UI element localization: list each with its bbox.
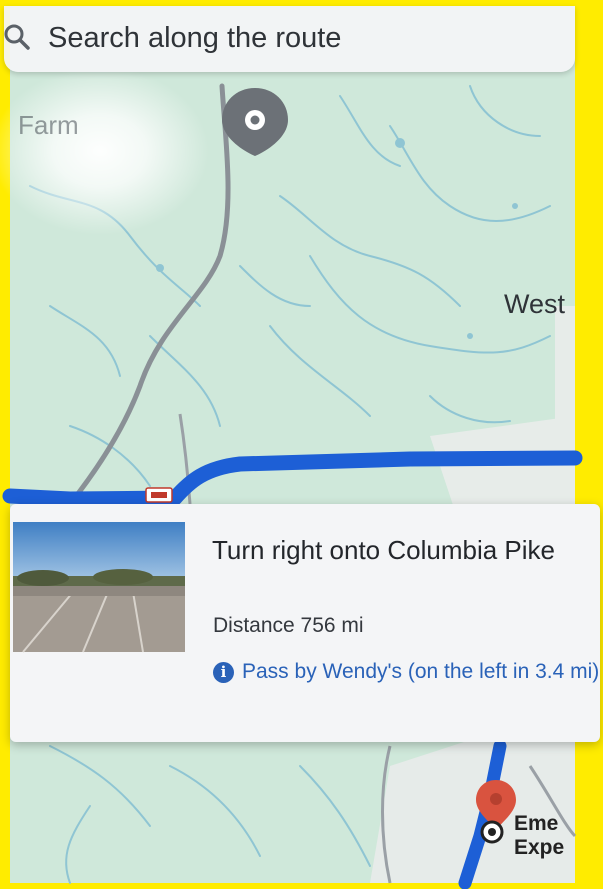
distance-row: Distance 756 mi bbox=[213, 614, 364, 638]
app-screen: Farm West Eme Expe bbox=[0, 6, 600, 889]
destination-label-line1: Eme bbox=[514, 812, 559, 835]
search-icon[interactable] bbox=[4, 22, 34, 52]
place-marker-icon bbox=[222, 88, 288, 156]
search-input[interactable] bbox=[48, 20, 548, 56]
street-view-thumbnail[interactable] bbox=[13, 522, 185, 653]
info-icon: i bbox=[213, 662, 234, 683]
map-label-destination[interactable]: Eme Expe bbox=[514, 812, 564, 860]
distance-value: 756 mi bbox=[300, 614, 364, 637]
poi-notice[interactable]: i Pass by Wendy's (on the left in 3.4 mi) bbox=[213, 655, 603, 688]
destination-marker-icon bbox=[480, 820, 504, 844]
poi-notice-text: Pass by Wendy's (on the left in 3.4 mi) bbox=[242, 660, 600, 683]
map-label-west[interactable]: West bbox=[504, 289, 566, 319]
destination-pin-icon bbox=[476, 780, 516, 830]
map-label-farm[interactable]: Farm bbox=[18, 110, 79, 140]
direction-card[interactable]: Turn right onto Columbia Pike Distance 7… bbox=[10, 504, 600, 742]
distance-label: Distance bbox=[213, 614, 295, 637]
search-bar[interactable] bbox=[4, 6, 575, 72]
map-canvas[interactable] bbox=[2, 6, 583, 889]
turn-instruction: Turn right onto Columbia Pike bbox=[212, 535, 555, 565]
destination-label-line2: Expe bbox=[514, 836, 565, 859]
